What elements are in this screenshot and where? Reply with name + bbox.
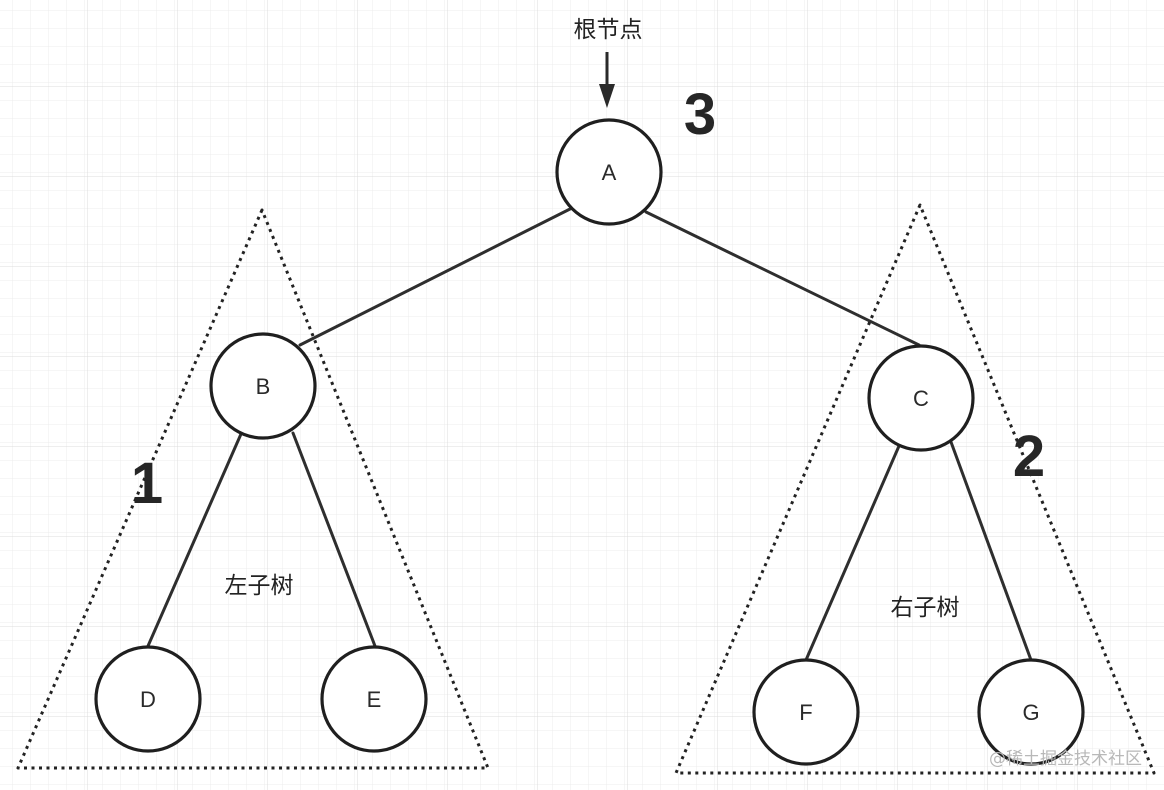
node-e-label: E xyxy=(367,687,382,712)
node-g-circle xyxy=(977,658,1085,766)
node-f-label: F xyxy=(799,700,812,725)
right-subtree-label: 右子树 xyxy=(891,595,960,621)
root-caption: 根节点 xyxy=(574,17,643,43)
edge-b-e xyxy=(291,431,377,648)
right-subtree-number: 2 xyxy=(1013,424,1045,489)
node-d: D xyxy=(94,645,202,753)
watermark: @稀土掘金技术社区 xyxy=(989,749,1142,769)
node-d-label: D xyxy=(140,687,156,712)
edge-b-d xyxy=(146,432,243,648)
edge-c-f xyxy=(804,444,901,662)
edges xyxy=(146,205,1033,662)
node-c: C xyxy=(867,344,975,452)
node-c-circle xyxy=(867,344,975,452)
node-e: E xyxy=(320,645,428,753)
right-subtree-triangle xyxy=(674,203,1156,775)
left-subtree-number: 1 xyxy=(131,451,163,516)
left-subtree-triangle xyxy=(16,208,490,770)
node-b: B xyxy=(209,332,317,440)
node-f-circle xyxy=(752,658,860,766)
left-subtree-label: 左子树 xyxy=(225,573,294,599)
edge-c-g xyxy=(949,440,1033,662)
node-e-circle xyxy=(320,645,428,753)
root-number: 3 xyxy=(684,82,716,147)
node-a-circle xyxy=(555,118,663,226)
node-g: G xyxy=(977,658,1085,766)
node-f: F xyxy=(752,658,860,766)
node-a: A xyxy=(555,118,663,226)
node-b-circle xyxy=(209,332,317,440)
edge-a-b xyxy=(298,205,576,347)
node-d-circle xyxy=(94,645,202,753)
node-b-label: B xyxy=(256,374,271,399)
node-c-label: C xyxy=(913,386,929,411)
edge-a-c xyxy=(644,210,921,347)
root-arrow-head xyxy=(599,84,615,108)
node-a-label: A xyxy=(602,160,617,185)
node-g-label: G xyxy=(1022,700,1039,725)
